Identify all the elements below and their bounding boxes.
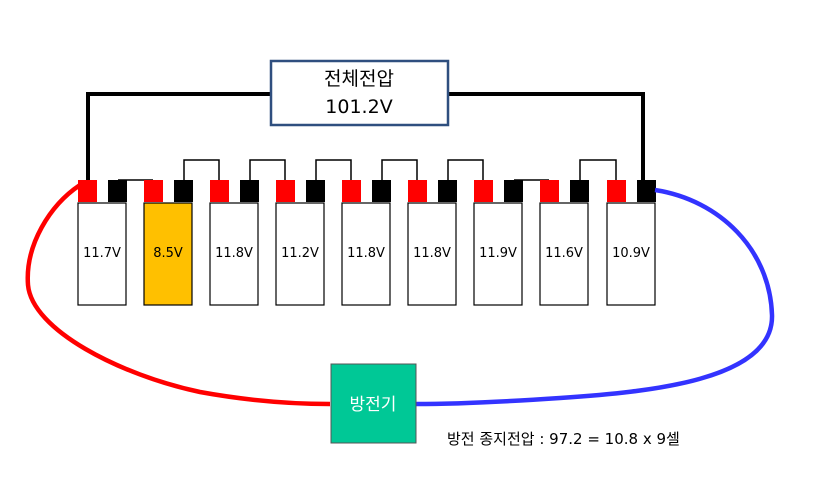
positive-lead-wire [25,183,331,407]
battery-cell: 10.9V [606,180,656,306]
cell-voltage-label: 10.9V [612,246,650,261]
cell-voltage-label: 11.8V [215,246,253,261]
battery-cell: 11.2V [275,180,325,306]
battery-cell: 11.8V [341,180,391,306]
cell-body [341,202,391,306]
battery-cell: 11.9V [473,180,523,306]
series-jumper [183,159,220,180]
negative-terminal [372,180,391,202]
cell-body [77,202,127,306]
negative-terminal [504,180,523,202]
cell-body [539,202,589,306]
battery-cells: 11.7V 8.5V 11.8V 11.2V 11.8V 11.8V 11.9V 11.6V 1… [77,180,656,306]
positive-terminal [607,180,626,202]
total-voltage-wire-right [448,92,645,181]
total-voltage-wire [86,92,271,181]
positive-terminal [78,180,97,202]
positive-terminal [408,180,427,202]
battery-cell: 11.7V [77,180,127,306]
positive-terminal [474,180,493,202]
positive-terminal [276,180,295,202]
cell-voltage-label: 11.8V [413,246,451,261]
series-jumper [315,159,352,180]
series-jumper [381,159,418,180]
series-jumper [579,159,617,180]
positive-terminal [342,180,361,202]
cell-body [209,202,259,306]
cutoff-voltage-note: 방전 종지전압 : 97.2 = 10.8 x 9셀 [447,430,680,448]
total-voltage-value: 101.2V [325,96,392,118]
total-voltage-box: 전체전압 101.2V [269,59,450,127]
negative-terminal [240,180,259,202]
cell-body [473,202,523,306]
cell-voltage-label: 11.6V [545,246,583,261]
cell-voltage-label: 11.2V [281,246,319,261]
cell-voltage-label: 11.8V [347,246,385,261]
battery-cell: 11.8V [209,180,259,306]
negative-terminal [306,180,325,202]
discharger-box: 방전기 [330,363,417,444]
series-jumper [447,159,484,180]
battery-cell: 8.5V [143,180,193,306]
cell-body [407,202,457,306]
discharger-label: 방전기 [350,395,397,415]
cell-voltage-label: 11.9V [479,246,517,261]
total-voltage-title: 전체전압 [324,68,394,90]
negative-terminal [570,180,589,202]
battery-cell: 11.6V [539,180,589,306]
negative-terminal [438,180,457,202]
cell-body [606,202,656,306]
negative-terminal [174,180,193,202]
negative-terminal [108,180,127,202]
series-jumpers [118,159,617,181]
cell-body [275,202,325,306]
battery-cell: 11.8V [407,180,457,306]
negative-terminal [637,180,656,202]
positive-terminal [144,180,163,202]
cell-body [143,202,193,306]
positive-terminal [540,180,559,202]
negative-lead-wire [415,187,775,407]
cell-voltage-label: 8.5V [153,246,183,261]
positive-terminal [210,180,229,202]
cell-voltage-label: 11.7V [83,246,121,261]
series-jumper [249,159,286,180]
